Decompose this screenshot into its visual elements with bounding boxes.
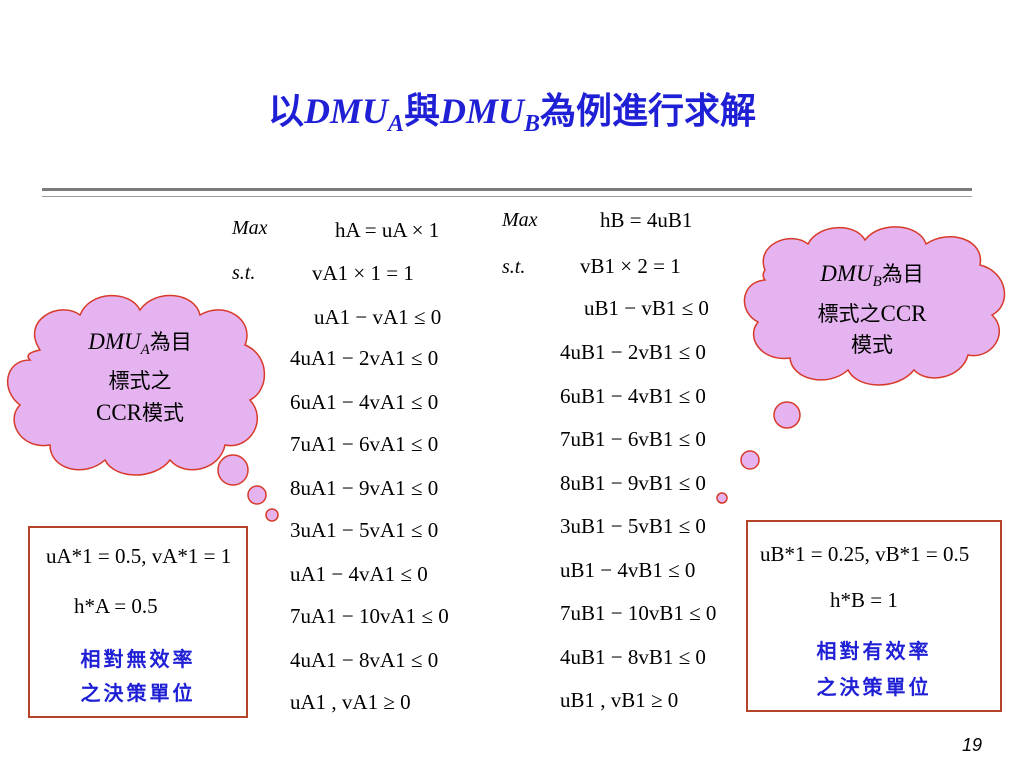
model-a-constraint-7: 3uA1 − 5vA1 ≤ 0 bbox=[290, 518, 439, 542]
thought-bubble-b-large bbox=[773, 401, 801, 429]
cloud-a-dmu: DMU bbox=[88, 329, 141, 354]
model-a-constraint-2: uA1 − vA1 ≤ 0 bbox=[314, 305, 442, 329]
model-b-constraint-6: 8uB1 − 9vB1 ≤ 0 bbox=[560, 471, 706, 495]
cloud-a-line3: 模式 bbox=[142, 401, 185, 426]
thought-bubble-b-medium bbox=[740, 450, 760, 470]
cloud-a-ccr: CCR bbox=[95, 400, 143, 426]
thought-cloud-b bbox=[743, 226, 1006, 386]
cloud-b-ccr: CCR bbox=[880, 301, 927, 327]
cloud-b-line3: 模式 bbox=[851, 333, 893, 358]
title-suffix: 為例進行求解 bbox=[540, 90, 757, 132]
slide-title: 以DMUA與DMUB為例進行求解 bbox=[0, 82, 1024, 138]
cloud-a-line2: 標式之 bbox=[108, 369, 172, 394]
model-b-constraint-7: 3uB1 − 5vB1 ≤ 0 bbox=[560, 514, 706, 538]
title-mid: 與 bbox=[403, 90, 440, 132]
model-a-constraint-9: 7uA1 − 10vA1 ≤ 0 bbox=[290, 604, 449, 628]
model-a-constraint-1: vA1 × 1 = 1 bbox=[312, 261, 414, 285]
model-b-constraint-5: 7uB1 − 6vB1 ≤ 0 bbox=[560, 427, 706, 451]
thought-bubble-b-small bbox=[716, 492, 728, 504]
cloud-b-line2: 標式之 bbox=[817, 302, 881, 327]
model-a-constraint-5: 7uA1 − 6vA1 ≤ 0 bbox=[290, 432, 439, 456]
model-a-st-label: s.t. bbox=[232, 262, 256, 284]
model-b-st-label: s.t. bbox=[502, 256, 526, 278]
title-dmu-a: DMU bbox=[303, 91, 388, 131]
result-a-efficiency: h*A = 0.5 bbox=[74, 594, 158, 618]
model-a-objective: hA = uA × 1 bbox=[335, 218, 440, 242]
cloud-b-dmu: DMU bbox=[820, 261, 873, 286]
title-divider-thin bbox=[42, 196, 972, 197]
model-a-constraint-4: 6uA1 − 4vA1 ≤ 0 bbox=[290, 390, 439, 414]
model-b-constraint-8: uB1 − 4vB1 ≤ 0 bbox=[560, 558, 696, 582]
cloud-b-sub: B bbox=[872, 274, 882, 291]
model-a-constraint-10: 4uA1 − 8vA1 ≤ 0 bbox=[290, 648, 439, 672]
cloud-a-sub: A bbox=[140, 342, 150, 359]
cloud-b-line1: 為目 bbox=[881, 262, 924, 286]
model-a-max-label: Max bbox=[232, 217, 268, 239]
title-sub-a: A bbox=[387, 111, 404, 138]
result-a-solution: uA*1 = 0.5, vA*1 = 1 bbox=[46, 544, 232, 568]
model-b-constraint-1: vB1 × 2 = 1 bbox=[580, 254, 681, 278]
model-b-constraint-2: uB1 − vB1 ≤ 0 bbox=[584, 296, 709, 320]
result-a-note-line1: 相對無效率 bbox=[80, 647, 196, 671]
model-b-constraint-11: uB1 , vB1 ≥ 0 bbox=[560, 688, 679, 712]
result-a-note-line2: 之決策單位 bbox=[80, 681, 196, 705]
model-b-constraint-9: 7uB1 − 10vB1 ≤ 0 bbox=[560, 601, 717, 625]
model-a-constraint-8: uA1 − 4vA1 ≤ 0 bbox=[290, 562, 428, 586]
cloud-a-line1: 為目 bbox=[149, 330, 192, 354]
title-sub-b: B bbox=[524, 111, 541, 138]
result-box-a: uA*1 = 0.5, vA*1 = 1 h*A = 0.5 相對無效率 之決策… bbox=[28, 526, 248, 718]
model-a-constraint-3: 4uA1 − 2vA1 ≤ 0 bbox=[290, 346, 439, 370]
result-b-efficiency: h*B = 1 bbox=[830, 588, 898, 612]
thought-bubble-a-small bbox=[265, 508, 279, 522]
title-dmu-b: DMU bbox=[440, 91, 525, 131]
result-b-solution: uB*1 = 0.25, vB*1 = 0.5 bbox=[760, 542, 970, 566]
model-b-constraint-10: 4uB1 − 8vB1 ≤ 0 bbox=[560, 645, 706, 669]
model-b-max-label: Max bbox=[502, 209, 538, 231]
model-a-constraint-11: uA1 , vA1 ≥ 0 bbox=[290, 690, 411, 714]
title-prefix: 以 bbox=[267, 90, 304, 132]
page-number: 19 bbox=[961, 735, 982, 755]
title-divider bbox=[42, 188, 972, 191]
result-b-note-line2: 之決策單位 bbox=[816, 675, 932, 699]
cloud-b-text: DMUB為目 標式之CCR 模式 bbox=[752, 258, 992, 361]
thought-cloud-a bbox=[6, 294, 267, 505]
cloud-a-text: DMUA為目 標式之 CCR模式 bbox=[20, 326, 260, 429]
result-b-note-line1: 相對有效率 bbox=[816, 639, 932, 663]
model-a-constraint-6: 8uA1 − 9vA1 ≤ 0 bbox=[290, 476, 439, 500]
result-box-b: uB*1 = 0.25, vB*1 = 0.5 h*B = 1 相對有效率 之決… bbox=[746, 520, 1002, 712]
model-b-constraint-3: 4uB1 − 2vB1 ≤ 0 bbox=[560, 340, 706, 364]
model-b-constraint-4: 6uB1 − 4vB1 ≤ 0 bbox=[560, 384, 706, 408]
model-b-objective: hB = 4uB1 bbox=[600, 208, 693, 232]
